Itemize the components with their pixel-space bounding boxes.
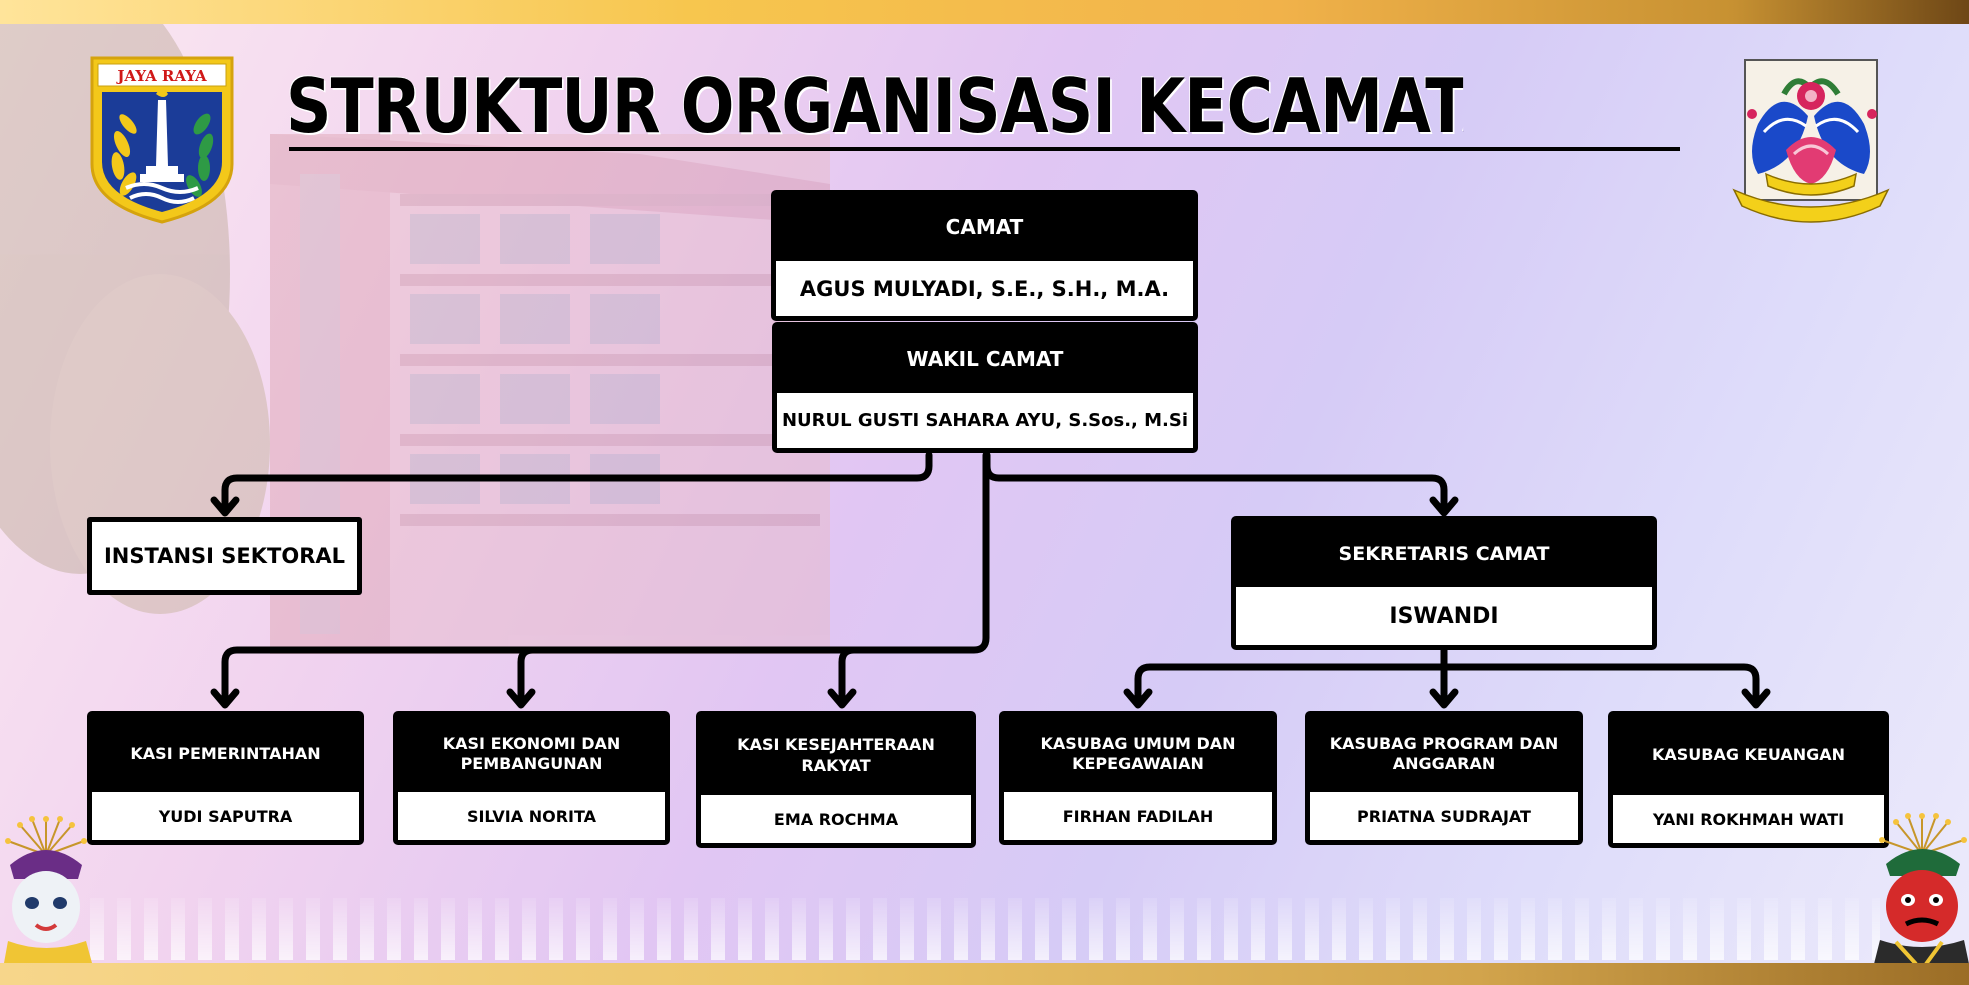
top-gold-bar [0, 0, 1969, 24]
wakil-camat-box: WAKIL CAMAT NURUL GUSTI SAHARA AYU, S.So… [772, 322, 1198, 453]
unit-box-kasubag-umum: KASUBAG UMUM DAN KEPEGAWAIAN FIRHAN FADI… [999, 711, 1277, 845]
camat-title: CAMAT [776, 195, 1193, 261]
camat-box: CAMAT AGUS MULYADI, S.E., S.H., M.A. [771, 190, 1198, 321]
unit-name: EMA ROCHMA [773, 809, 899, 829]
camat-name: AGUS MULYADI, S.E., S.H., M.A. [799, 276, 1170, 301]
unit-name: SILVIA NORITA [466, 806, 597, 826]
unit-name: FIRHAN FADILAH [1062, 806, 1214, 826]
unit-title: KASUBAG PROGRAM DAN ANGGARAN [1310, 716, 1578, 792]
jakarta-emblem-text: JAYA RAYA [115, 67, 207, 85]
wakil-camat-title: WAKIL CAMAT [777, 327, 1193, 393]
wakil-camat-name: NURUL GUSTI SAHARA AYU, S.Sos., M.Si [781, 410, 1189, 431]
unit-box-kasubag-keuangan: KASUBAG KEUANGAN YANI ROKHMAH WATI [1608, 711, 1889, 848]
unit-name: PRIATNA SUDRAJAT [1357, 806, 1531, 826]
unit-name: YUDI SAPUTRA [158, 806, 293, 826]
unit-box-kasi-pemerintahan: KASI PEMERINTAHAN YUDI SAPUTRA [87, 711, 364, 845]
unit-title: KASUBAG KEUANGAN [1613, 716, 1884, 795]
ondel-ondel-female-mascot-icon [4, 816, 92, 963]
ondel-ondel-male-mascot-icon [1874, 813, 1969, 964]
sekretaris-camat-name: ISWANDI [1389, 603, 1499, 629]
unit-title: KASI EKONOMI DAN PEMBANGUNAN [398, 716, 665, 792]
unit-box-kasi-kesejahteraan: KASI KESEJAHTERAAN RAKYAT EMA ROCHMA [696, 711, 976, 848]
sekretaris-camat-title: SEKRETARIS CAMAT [1236, 521, 1652, 587]
unit-box-kasi-ekonomi: KASI EKONOMI DAN PEMBANGUNAN SILVIA NORI… [393, 711, 670, 845]
unit-box-kasubag-program: KASUBAG PROGRAM DAN ANGGARAN PRIATNA SUD… [1305, 711, 1583, 845]
jakarta-emblem-icon: JAYA RAYA [90, 56, 234, 224]
decorative-fence-pattern [90, 898, 1880, 960]
unit-name: YANI ROKHMAH WATI [1652, 809, 1845, 829]
unit-title: KASI PEMERINTAHAN [92, 716, 359, 792]
title-underline [289, 147, 1680, 151]
unit-title: KASI KESEJAHTERAAN RAKYAT [701, 716, 971, 795]
bottom-gold-bar [0, 963, 1969, 985]
instansi-sektoral-box: INSTANSI SEKTORAL [87, 517, 362, 595]
west-jakarta-emblem-icon [1732, 59, 1890, 223]
sekretaris-camat-box: SEKRETARIS CAMAT ISWANDI [1231, 516, 1657, 650]
unit-title: KASUBAG UMUM DAN KEPEGAWAIAN [1004, 716, 1272, 792]
page-title: STRUKTUR ORGANISASI KECAMATAN KEBON JERU… [286, 62, 1463, 150]
